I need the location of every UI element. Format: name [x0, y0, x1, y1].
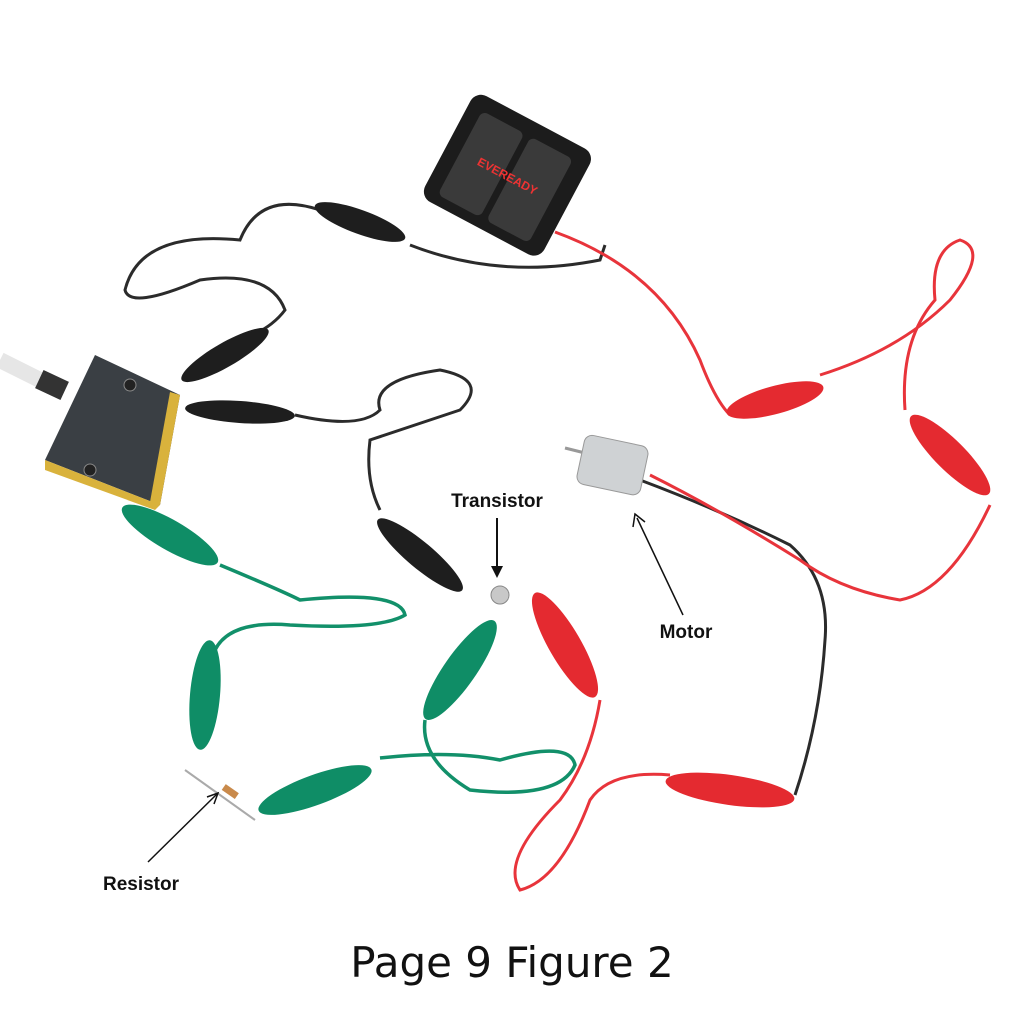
usb-cable — [0, 352, 69, 400]
arrow-icon — [147, 793, 218, 863]
black-clips — [181, 202, 463, 592]
figure-caption: Page 9 Figure 2 — [350, 938, 673, 987]
green-wires — [213, 563, 577, 794]
resistor-label: Resistor — [103, 874, 180, 895]
microbit-board — [45, 355, 180, 510]
motor — [564, 434, 649, 496]
red-wires — [513, 230, 992, 892]
motor-label: Motor — [660, 622, 713, 643]
transistor-label: Transistor — [451, 491, 543, 512]
red-clips — [531, 381, 991, 808]
annotation-resistor: Resistor — [103, 791, 220, 895]
battery-pack: EVEREADY — [423, 94, 591, 256]
green-clips — [121, 504, 497, 815]
annotation-transistor: Transistor — [451, 491, 544, 578]
arrow-icon — [636, 517, 684, 616]
annotation-motor: Motor — [632, 512, 713, 643]
transistor — [490, 585, 510, 605]
resistor — [184, 769, 256, 821]
